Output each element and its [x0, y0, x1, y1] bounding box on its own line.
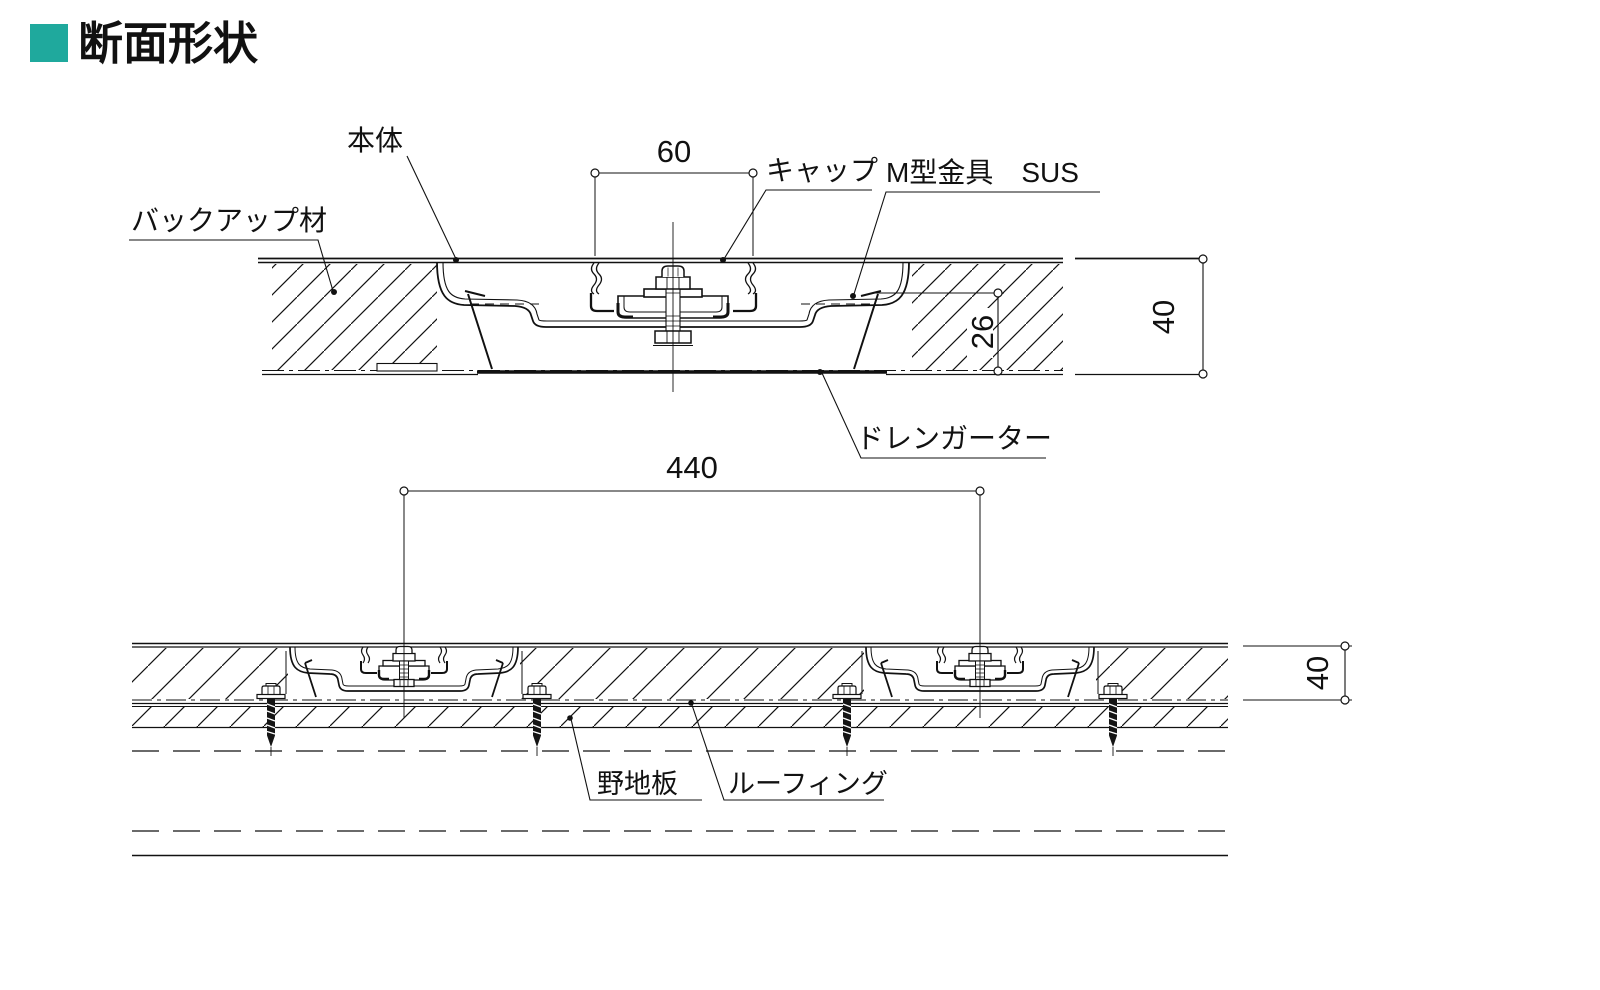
- dim-60-text: 60: [657, 134, 691, 169]
- panel-hatch-2: [520, 648, 864, 699]
- dim-40-bottom: 40: [1243, 641, 1352, 705]
- dim-440-text: 440: [666, 450, 718, 485]
- title-accent-square: [30, 24, 68, 62]
- label-sheathing: 野地板: [567, 715, 702, 801]
- backup-rod: [376, 362, 438, 372]
- svg-text:本体: 本体: [347, 125, 403, 156]
- label-body: 本体: [347, 125, 459, 263]
- dim-26: 26: [874, 288, 1004, 376]
- page-title: 断面形状: [78, 18, 259, 69]
- dim-60: 60: [590, 134, 758, 256]
- roof-section-view: 440 40 野地板 ルーフィング: [132, 450, 1352, 857]
- dim-26-text: 26: [965, 315, 1000, 349]
- label-bracket: M型金具 SUS: [850, 157, 1100, 299]
- dim-40-top: 40: [1146, 254, 1208, 379]
- label-backup: バックアップ材: [129, 205, 337, 295]
- gutter-upturn-left: [464, 290, 493, 370]
- svg-text:キャップ: キャップ: [766, 155, 878, 186]
- svg-text:バックアップ材: バックアップ材: [131, 205, 327, 236]
- label-cap: キャップ: [720, 155, 878, 263]
- cap-profile: [589, 262, 758, 313]
- dim-40-bottom-text: 40: [1300, 656, 1335, 690]
- label-gutter: ドレンガーター: [817, 369, 1052, 459]
- gutter-upturn-right: [853, 290, 882, 370]
- joint-detail-view: 60 26 40 本体 バックアップ材: [129, 125, 1208, 459]
- left-panel-hatch: [272, 264, 437, 370]
- svg-text:ルーフィング: ルーフィング: [728, 769, 888, 799]
- svg-text:M型金具 SUS: M型金具 SUS: [886, 157, 1079, 188]
- sheathing-hatch: [132, 707, 1228, 727]
- svg-text:ドレンガーター: ドレンガーター: [856, 423, 1052, 454]
- label-roofing: ルーフィング: [688, 700, 888, 801]
- svg-text:野地板: 野地板: [597, 769, 678, 799]
- dim-440: 440: [399, 450, 985, 644]
- dim-40-top-text: 40: [1146, 300, 1181, 334]
